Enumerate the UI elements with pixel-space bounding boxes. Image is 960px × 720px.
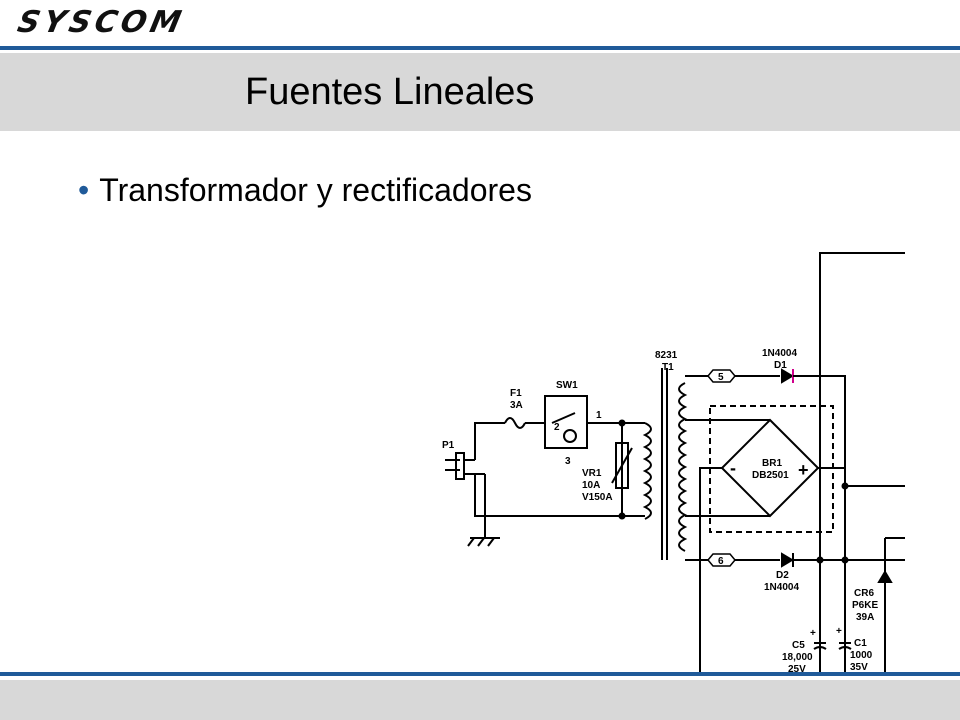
label-cr6: CR6 — [854, 588, 874, 599]
slide-title: Fuentes Lineales — [245, 71, 535, 113]
label-cr6-part: P6KE — [852, 600, 878, 611]
bullet-item: •Transformador y rectificadores — [78, 168, 532, 212]
label-vr1-part: V150A — [582, 492, 613, 503]
label-c5-value: 18,000 — [782, 652, 813, 663]
label-sw1: SW1 — [556, 380, 578, 391]
label-br1: BR1 — [762, 458, 782, 469]
label-c5-voltage: 25V — [788, 664, 806, 672]
label-c1-voltage: 35V — [850, 662, 868, 672]
bullet-icon: • — [78, 172, 90, 208]
header-divider — [0, 46, 960, 50]
label-d1: D1 — [774, 360, 787, 371]
power-supply-schematic: P1 F1 3A SW1 1 2 3 VR1 10A V150A 8231 T1… — [442, 252, 905, 672]
footer-band — [0, 680, 960, 720]
label-tap5: 5 — [718, 372, 724, 383]
syscom-logo: SYSCOM — [14, 5, 189, 40]
label-br1-part: DB2501 — [752, 470, 789, 481]
footer-divider — [0, 672, 960, 676]
label-sw-pin2: 2 — [554, 422, 560, 433]
label-cr6-voltage: 39A — [856, 612, 874, 623]
label-vr1: VR1 — [582, 468, 602, 479]
label-sw-pin3: 3 — [565, 456, 571, 467]
label-c5: C5 — [792, 640, 805, 651]
label-c1-value: 1000 — [850, 650, 873, 661]
label-d2-part: 1N4004 — [764, 582, 799, 593]
label-sw-pin1: 1 — [596, 410, 602, 421]
label-c1-plus: + — [836, 626, 842, 637]
label-p1: P1 — [442, 440, 455, 451]
title-band — [0, 53, 960, 131]
label-d1-part: 1N4004 — [762, 348, 797, 359]
label-c5-plus: + — [810, 628, 816, 639]
label-tap6: 6 — [718, 556, 724, 567]
bullet-text: Transformador y rectificadores — [99, 172, 532, 208]
label-br-plus: + — [798, 460, 809, 480]
label-br-minus: - — [730, 458, 736, 478]
label-f1-rating: 3A — [510, 400, 523, 411]
label-t1-part: 8231 — [655, 350, 678, 361]
label-vr1-current: 10A — [582, 480, 600, 491]
label-f1: F1 — [510, 388, 522, 399]
label-c1: C1 — [854, 638, 867, 649]
label-t1: T1 — [662, 362, 674, 373]
label-d2: D2 — [776, 570, 789, 581]
